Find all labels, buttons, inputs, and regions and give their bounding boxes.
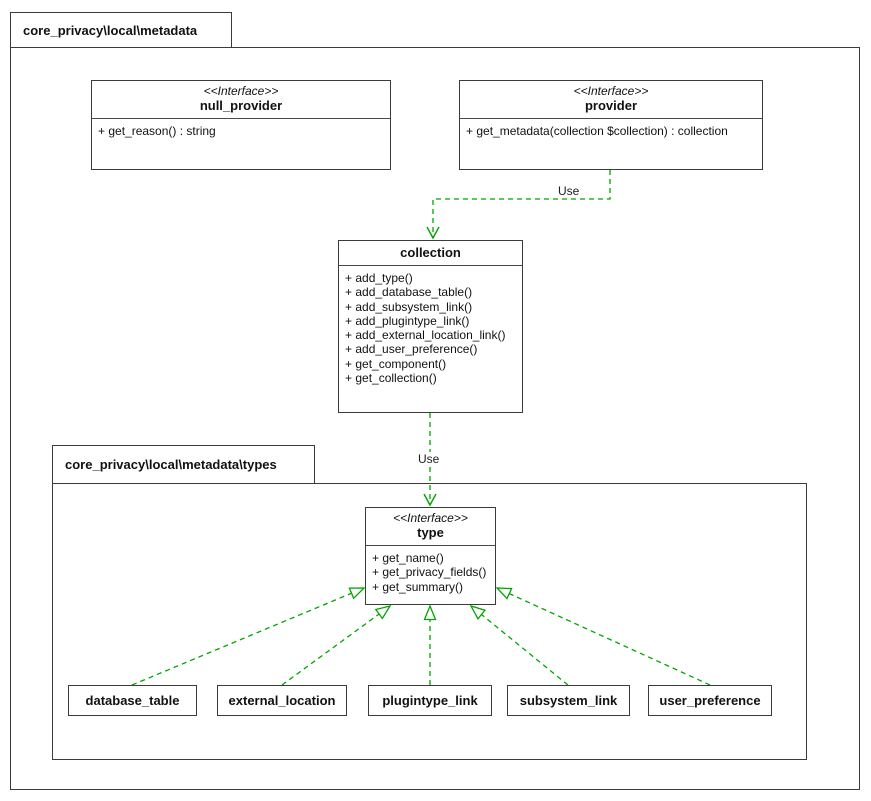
class-name: subsystem_link (519, 692, 618, 708)
class-null-provider: <<Interface>> null_provider + get_reason… (91, 80, 391, 170)
edge-label-use-collection: Use (416, 452, 442, 466)
class-member: + get_name() (372, 551, 444, 565)
package-body-metadata (10, 47, 860, 790)
class-member: + get_privacy_fields() (372, 565, 487, 580)
class-type: <<Interface>> type + get_name() + get_pr… (365, 507, 496, 605)
class-member: + add_external_location_link() (345, 328, 506, 343)
class-provider: <<Interface>> provider + get_metadata(co… (459, 80, 763, 170)
stereotype-label: <<Interface>> (573, 84, 649, 98)
class-member: + get_summary() (372, 579, 464, 594)
package-title-types: core_privacy\local\metadata\types (65, 457, 277, 472)
class-type-header: <<Interface>> type (366, 508, 495, 546)
class-provider-header: <<Interface>> provider (460, 81, 762, 119)
package-tab-types: core_privacy\local\metadata\types (52, 445, 315, 484)
class-member: + add_type() (345, 271, 413, 285)
class-name: provider (584, 98, 637, 113)
class-collection-header: collection (339, 241, 522, 266)
class-member: + add_user_preference() (345, 342, 478, 357)
class-null-provider-header: <<Interface>> null_provider (92, 81, 390, 119)
edge-label-use-provider: Use (556, 184, 582, 198)
class-name: plugintype_link (382, 692, 478, 708)
class-member: + get_metadata(collection $collection) :… (466, 124, 728, 138)
class-database-table: database_table (68, 685, 197, 716)
class-name: null_provider (199, 98, 283, 113)
class-name: user_preference (659, 692, 761, 708)
package-tab-metadata: core_privacy\local\metadata (10, 12, 232, 48)
class-member: + get_collection() (345, 371, 437, 386)
class-name: type (417, 525, 444, 540)
class-subsystem-link: subsystem_link (507, 685, 630, 716)
package-title-metadata: core_privacy\local\metadata (23, 22, 198, 38)
class-name: database_table (85, 692, 180, 708)
class-collection: collection + add_type() + add_database_t… (338, 240, 523, 413)
class-member: + add_database_table() (345, 285, 473, 300)
class-external-location: external_location (217, 685, 347, 716)
class-member: + add_subsystem_link() (345, 299, 473, 314)
class-name: collection (400, 245, 461, 260)
class-member: + get_reason() : string (98, 124, 216, 138)
class-user-preference: user_preference (648, 685, 772, 716)
class-name: external_location (228, 692, 336, 708)
stereotype-label: <<Interface>> (393, 511, 468, 525)
class-plugintype-link: plugintype_link (368, 685, 492, 716)
class-member: + get_component() (345, 356, 447, 371)
stereotype-label: <<Interface>> (203, 84, 279, 98)
class-member: + add_plugintype_link() (345, 313, 470, 328)
